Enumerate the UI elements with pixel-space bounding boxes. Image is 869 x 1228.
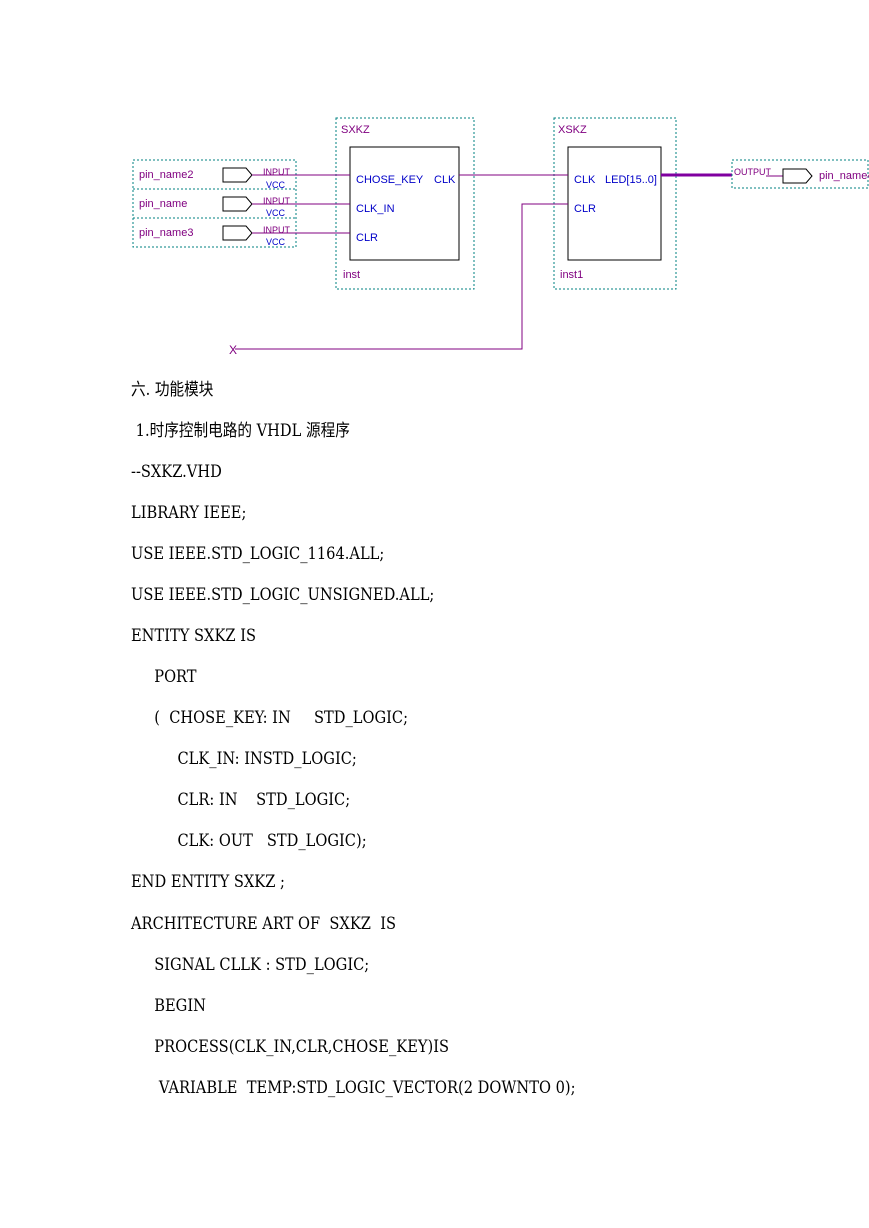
- clr-wire: [235, 203, 568, 350]
- code-line: CLK: OUT STD_LOGIC);: [131, 831, 367, 851]
- section-heading: 六. 功能模块: [131, 380, 214, 400]
- output-pin[interactable]: OUTPUT pin_name4: [731, 159, 869, 189]
- code-line: VARIABLE TEMP:STD_LOGIC_VECTOR(2 DOWNTO …: [131, 1078, 576, 1098]
- output-pin-type: OUTPUT: [734, 167, 772, 177]
- sxkz-port-clk-in: CLK_IN: [356, 203, 395, 215]
- xskz-block[interactable]: XSKZ inst1 CLK CLR LED[15..0]: [553, 117, 677, 290]
- sxkz-name: SXKZ: [341, 124, 370, 136]
- code-line: USE IEEE.STD_LOGIC_1164.ALL;: [131, 544, 385, 564]
- input-pin-type: INPUT: [263, 225, 291, 235]
- code-line: BEGIN: [131, 996, 206, 1016]
- code-line: --SXKZ.VHD: [131, 462, 222, 482]
- xskz-name: XSKZ: [558, 124, 587, 136]
- code-line: END ENTITY SXKZ ;: [131, 872, 285, 892]
- sxkz-port-clr: CLR: [356, 232, 378, 244]
- code-line: ENTITY SXKZ IS: [131, 626, 256, 646]
- input-pin-name: pin_name2: [139, 169, 193, 181]
- subsection-heading: 1.时序控制电路的 VHDL 源程序: [131, 421, 350, 441]
- input-pin-symbol: [222, 167, 253, 183]
- code-line: PORT: [131, 667, 197, 687]
- input-pin-type: INPUT: [263, 196, 291, 206]
- code-line: SIGNAL CLLK : STD_LOGIC;: [131, 955, 370, 975]
- sxkz-instance: inst: [343, 269, 360, 281]
- xskz-port-clr: CLR: [574, 203, 596, 215]
- sxkz-port-clk-out: CLK: [434, 174, 456, 186]
- sxkz-block[interactable]: SXKZ inst CHOSE_KEY CLK_IN CLR CLK: [335, 117, 475, 290]
- unconnected-mark: X: [229, 343, 237, 357]
- code-line: CLK_IN: INSTD_LOGIC;: [131, 749, 357, 769]
- input-pin-type: INPUT: [263, 167, 291, 177]
- xskz-port-clk: CLK: [574, 174, 596, 186]
- code-line: USE IEEE.STD_LOGIC_UNSIGNED.ALL;: [131, 585, 435, 605]
- input-pins[interactable]: pin_name2 INPUT VCC pin_name INPUT VCC p…: [132, 159, 350, 248]
- code-line: ( CHOSE_KEY: IN STD_LOGIC;: [131, 708, 409, 728]
- input-pin-vcc: VCC: [266, 237, 286, 247]
- code-line: PROCESS(CLK_IN,CLR,CHOSE_KEY)IS: [131, 1037, 450, 1057]
- code-line: LIBRARY IEEE;: [131, 503, 247, 523]
- xskz-instance: inst1: [560, 269, 583, 281]
- input-pin-name: pin_name3: [139, 227, 193, 239]
- code-line: CLR: IN STD_LOGIC;: [131, 790, 351, 810]
- output-pin-name: pin_name4: [819, 170, 869, 182]
- output-pin-symbol: [782, 168, 813, 184]
- input-pin-vcc: VCC: [266, 208, 286, 218]
- sxkz-port-chose-key: CHOSE_KEY: [356, 174, 424, 186]
- xskz-port-led: LED[15..0]: [605, 174, 657, 186]
- input-pin-vcc: VCC: [266, 180, 286, 190]
- code-line: ARCHITECTURE ART OF SXKZ IS: [131, 914, 397, 934]
- input-pin-symbol: [222, 196, 253, 212]
- input-pin-symbol: [222, 225, 253, 241]
- input-pin-name: pin_name: [139, 198, 187, 210]
- output-pin-outline: [731, 159, 869, 189]
- xskz-outline: [553, 117, 677, 290]
- input-pins-outline: [132, 159, 297, 248]
- block-diagram: SXKZ inst CHOSE_KEY CLK_IN CLR CLK XSKZ …: [132, 117, 869, 357]
